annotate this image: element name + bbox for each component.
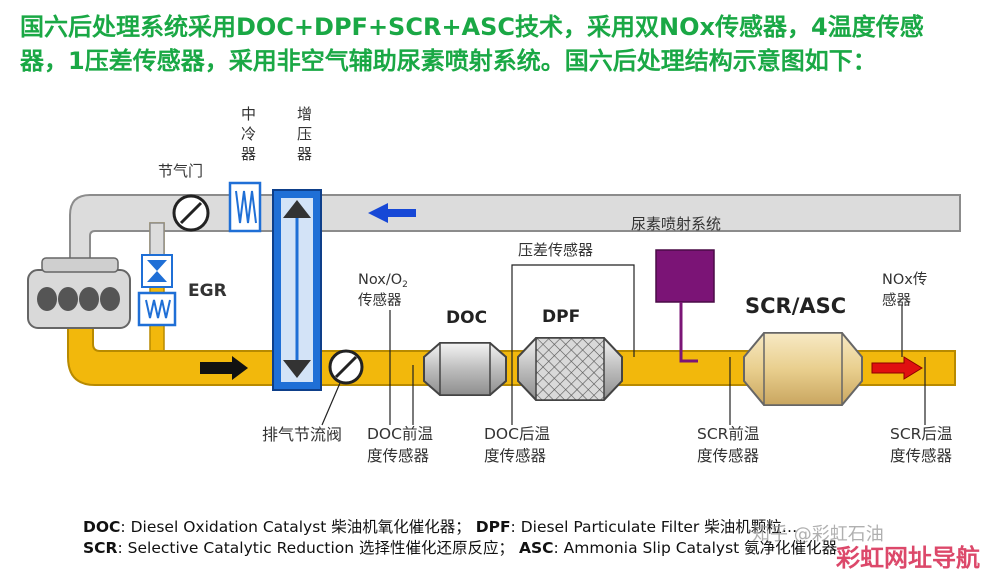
legend-dpf-text: : Diesel Particulate Filter 柴油机颗粒…	[510, 518, 798, 536]
throttle-label: 节气门	[158, 162, 203, 180]
urea-injection-unit	[655, 249, 715, 363]
turbo-label-2: 压	[297, 125, 312, 143]
legend-doc-text: : Diesel Oxidation Catalyst 柴油机氧化催化器；	[120, 518, 476, 536]
legend-line-1: DOC: Diesel Oxidation Catalyst 柴油机氧化催化器；…	[83, 517, 963, 538]
doc-pre-label-1: DOC前温	[367, 425, 433, 443]
intercooler-label-1: 中	[241, 105, 256, 123]
turbo-label-3: 器	[297, 145, 312, 163]
nox-out-label-1: NOx传	[882, 271, 927, 288]
dp-sensor-label: 压差传感器	[518, 241, 593, 259]
scr-post-label-1: SCR后温	[890, 425, 952, 443]
doc-post-label-1: DOC后温	[484, 425, 550, 443]
legend-scr-abbr: SCR	[83, 539, 118, 557]
nox-out-label-2: 感器	[882, 292, 911, 309]
legend-doc-abbr: DOC	[83, 518, 121, 536]
doc-post-temp-label: DOC后温 度传感器	[484, 425, 555, 465]
outlet-arrow	[871, 356, 923, 380]
scr-pre-label-1: SCR前温	[697, 425, 759, 443]
nox-o2-sensor-label: Nox/O2 传感器	[358, 272, 413, 309]
zhihu-watermark: 知乎 @彩虹石油	[752, 520, 884, 546]
legend-asc-text: : Ammonia Slip Catalyst 氨净化催化器	[553, 539, 838, 557]
aftertreatment-diagram: EGR 节气门 中 冷 器 增 压 器 排气节流阀 Nox/O2	[27, 105, 961, 465]
dp-sensor-bracket	[511, 264, 635, 357]
scr-asc-unit	[743, 332, 863, 406]
engine	[27, 257, 131, 329]
intake-arrow	[368, 203, 416, 223]
legend: DOC: Diesel Oxidation Catalyst 柴油机氧化催化器；…	[83, 517, 963, 559]
legend-scr-text: : Selective Catalytic Reduction 选择性催化还原反…	[117, 539, 519, 557]
doc-post-label-2: 度传感器	[484, 447, 547, 465]
zhihu-watermark-author: 彩虹石油	[811, 524, 884, 545]
scr-pre-temp-label: SCR前温 度传感器	[697, 425, 764, 465]
turbo-label: 增 压 器	[297, 105, 317, 163]
scr-asc-label: SCR/ASC	[745, 294, 846, 318]
nox-o2-label-sub: 2	[402, 280, 408, 290]
doc-pre-label-2: 度传感器	[367, 447, 430, 465]
nox-o2-label-1: Nox/O	[358, 272, 402, 288]
scr-post-label-2: 度传感器	[890, 447, 953, 465]
doc-unit	[423, 342, 507, 396]
exhaust-throttle-valve	[328, 349, 364, 385]
urea-label: 尿素喷射系统	[631, 215, 721, 233]
zhihu-watermark-prefix: 知乎 @	[752, 524, 812, 545]
doc-pre-temp-label: DOC前温 度传感器	[367, 425, 438, 465]
legend-dpf-abbr: DPF	[475, 518, 511, 536]
exhaust-throttle-label: 排气节流阀	[262, 425, 342, 444]
doc-label: DOC	[446, 308, 487, 328]
egr-valve	[141, 254, 173, 288]
turbo-label-1: 增	[297, 105, 312, 123]
intercooler-label-2: 冷	[241, 125, 256, 143]
intercooler-label-3: 器	[241, 145, 256, 163]
legend-line-2: SCR: Selective Catalytic Reduction 选择性催化…	[83, 538, 963, 559]
dpf-unit	[517, 337, 623, 401]
nox-outlet-sensor-label: NOx传 感器	[882, 271, 932, 309]
egr-label: EGR	[188, 281, 227, 301]
turbocharger	[272, 189, 322, 391]
legend-asc-abbr: ASC	[518, 539, 554, 557]
intercooler	[228, 181, 262, 233]
intercooler-label: 中 冷 器	[241, 105, 261, 163]
exhaust-flow-arrow	[200, 356, 248, 380]
site-watermark: 彩虹网址导航	[836, 544, 980, 572]
nox-o2-label-2: 传感器	[358, 292, 402, 309]
scr-pre-label-2: 度传感器	[697, 447, 760, 465]
dpf-label: DPF	[542, 307, 580, 327]
header-title: 国六后处理系统采用DOC+DPF+SCR+ASC技术，采用双NOx传感器，4温度…	[20, 13, 924, 75]
scr-post-temp-label: SCR后温 度传感器	[890, 425, 957, 465]
throttle-valve	[172, 194, 210, 232]
egr-cooler	[137, 291, 177, 327]
